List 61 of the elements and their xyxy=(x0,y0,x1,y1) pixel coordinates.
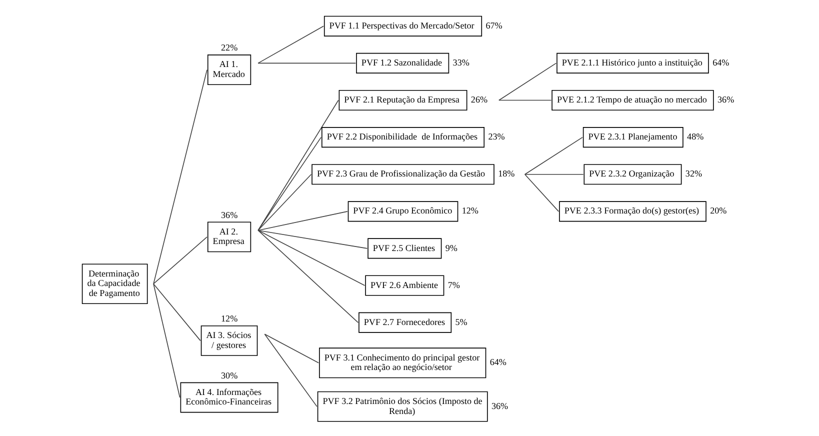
connector xyxy=(498,100,552,101)
node-box: PVF 3.1 Conhecimento do principal gestor em relação ao negócio/setor xyxy=(318,348,486,378)
node-box: PVF 2.2 Disponibilidade de Informações xyxy=(320,127,484,148)
node-label: 22% xyxy=(220,42,238,53)
node-box: AI 1. Mercado xyxy=(206,54,251,86)
connector xyxy=(152,69,207,284)
node-box: PVF 2.5 Clientes xyxy=(367,238,442,259)
connector xyxy=(257,230,358,323)
node-box: PVE 2.3.2 Organização xyxy=(583,164,682,185)
connector xyxy=(257,174,312,231)
connector xyxy=(524,174,584,175)
node-label: 18% xyxy=(498,168,514,179)
node-label: 20% xyxy=(710,206,726,216)
node-box: PVF 2.6 Ambiente xyxy=(364,275,444,296)
connector xyxy=(257,26,324,64)
connector xyxy=(257,211,348,231)
node-box: AI 4. Informações Econômico-Financeiras xyxy=(180,382,278,413)
node-label: 26% xyxy=(470,94,488,105)
node-box: PVF 2.1 Reputação da Empresa xyxy=(338,90,467,111)
connector xyxy=(257,100,338,231)
node-box: Determinação da Capacidade de Pagamento xyxy=(81,264,148,304)
node-box: PVE 2.3.1 Planejamento xyxy=(582,127,683,148)
connector xyxy=(524,136,582,175)
node-label: 12% xyxy=(461,206,478,216)
node-label: 64% xyxy=(712,58,729,68)
node-label: 12% xyxy=(220,314,238,324)
node-box: PVE 2.1.1 Histórico junto a instituição xyxy=(556,52,708,74)
node-label: 23% xyxy=(488,132,504,142)
connector xyxy=(264,334,319,364)
connector xyxy=(264,334,317,407)
connector xyxy=(257,230,368,249)
node-box: PVE 2.1.2 Tempo de atuação no mercado xyxy=(551,90,714,111)
node-label: 7% xyxy=(447,280,460,290)
connector xyxy=(152,236,207,284)
connector xyxy=(257,230,365,286)
connector xyxy=(257,62,356,64)
node-box: PVF 2.3 Grau de Profissionalização da Gestão xyxy=(311,164,494,185)
node-label: 36% xyxy=(717,94,734,105)
node-box: PVF 1.1 Perspectivas do Mercado/Setor xyxy=(323,16,482,36)
node-label: 5% xyxy=(454,316,467,327)
node-label: 33% xyxy=(452,58,469,68)
node-box: PVF 1.2 Sazonalidade xyxy=(356,52,449,74)
node-label: 30% xyxy=(220,370,238,380)
connector xyxy=(257,136,321,231)
node-box: PVF 2.7 Fornecedores xyxy=(358,312,452,333)
connector xyxy=(152,283,200,342)
node-label: 36% xyxy=(220,210,238,220)
connector xyxy=(498,62,556,101)
node-label: 9% xyxy=(444,242,457,253)
node-label: 36% xyxy=(491,400,508,411)
node-label: 64% xyxy=(489,357,506,368)
node-label: 48% xyxy=(686,132,704,142)
node-box: PVE 2.3.3 Formação do(s) gestor(es) xyxy=(558,201,706,222)
node-box: AI 2. Empresa xyxy=(206,222,251,252)
node-box: PVF 3.2 Patrimônio dos Sócios (Imposto de Renda) xyxy=(316,391,488,422)
connector xyxy=(524,174,559,212)
node-box: AI 3. Sócios / gestores xyxy=(200,325,258,356)
node-label: 32% xyxy=(684,168,702,179)
node-box: PVF 2.4 Grupo Econômico xyxy=(347,201,458,222)
connector xyxy=(152,283,180,398)
node-label: 67% xyxy=(485,20,502,30)
